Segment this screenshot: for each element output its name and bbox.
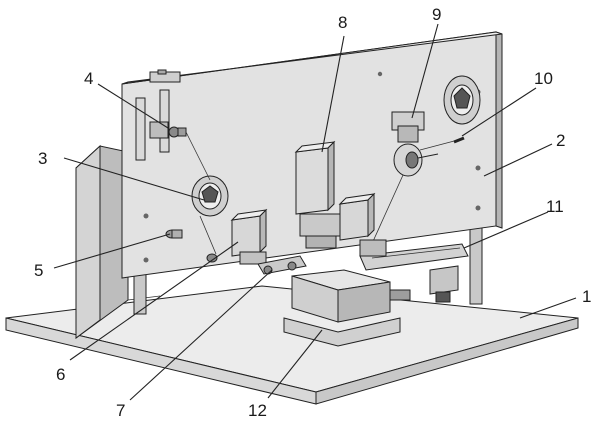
xy-stage (283, 269, 411, 347)
right-pulley-assembly (391, 111, 439, 177)
callout-4: 4 (84, 69, 93, 88)
callout-11: 11 (546, 197, 564, 216)
callout-7: 7 (116, 401, 125, 420)
callout-labels: 1 2 3 4 5 6 7 8 9 10 11 12 (34, 5, 591, 420)
guide-pin (453, 136, 465, 144)
right-gripper (338, 192, 376, 241)
left-reel (191, 175, 229, 217)
leader-lines (53, 23, 577, 401)
right-reel (443, 75, 481, 125)
central-cylinder (294, 140, 343, 249)
tension-roller (165, 229, 218, 263)
callout-12: 12 (248, 401, 267, 420)
clamp-roller (257, 255, 307, 275)
left-gripper (230, 208, 268, 265)
callout-9: 9 (432, 5, 441, 24)
callout-2: 2 (556, 131, 565, 150)
callout-1: 1 (582, 287, 591, 306)
callout-8: 8 (338, 13, 347, 32)
base-plate (5, 285, 579, 405)
belt-path (185, 131, 211, 181)
callout-5: 5 (34, 261, 43, 280)
guide-rail-tensioner (135, 89, 187, 161)
top-bracket (149, 69, 181, 83)
callout-10: 10 (534, 69, 553, 88)
left-support-block (75, 144, 161, 339)
callout-3: 3 (38, 149, 47, 168)
callout-6: 6 (56, 365, 65, 384)
slide-rail (359, 239, 469, 303)
